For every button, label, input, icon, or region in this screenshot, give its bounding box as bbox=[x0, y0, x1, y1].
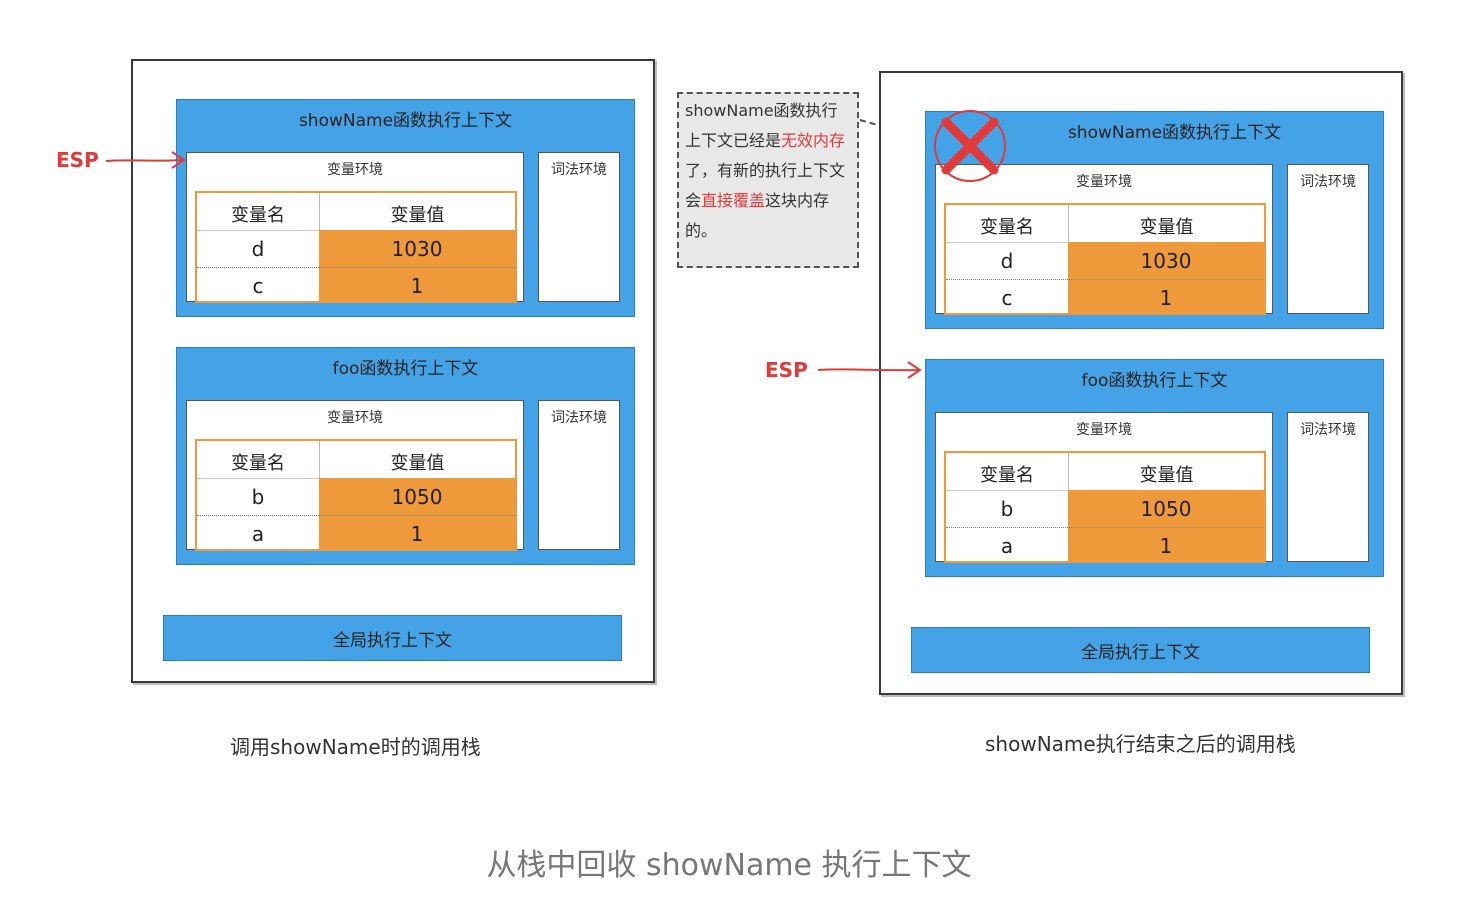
variable-table: 变量名 变量值 d 1030 c 1 bbox=[944, 203, 1266, 315]
lexical-env-box: 词法环境 bbox=[538, 400, 620, 550]
right-esp-label: ESP bbox=[765, 358, 808, 382]
var-name-cell: d bbox=[946, 242, 1068, 279]
header-name: 变量名 bbox=[231, 453, 285, 474]
note-text: showName函数执行上下文已经是 bbox=[685, 101, 838, 150]
header-name: 变量名 bbox=[980, 465, 1034, 486]
header-value: 变量值 bbox=[1139, 465, 1194, 486]
variable-table: 变量名 变量值 b 1050 a 1 bbox=[195, 439, 517, 551]
red-x-circle-icon bbox=[934, 110, 1006, 182]
variable-env-box: 变量环境 变量名 变量值 b 1050 a 1 bbox=[935, 412, 1273, 563]
left-showname-context: showName函数执行上下文 变量环境 变量名 变量值 d 1030 c 1 … bbox=[176, 99, 635, 317]
lexical-env-title: 词法环境 bbox=[551, 162, 607, 178]
lexical-env-box: 词法环境 bbox=[1287, 412, 1369, 562]
var-value-cell: 1 bbox=[1068, 527, 1264, 563]
variable-table: 变量名 变量值 b 1050 a 1 bbox=[944, 451, 1266, 563]
note-text: 这块内存的。 bbox=[685, 191, 830, 240]
var-value-cell: 1 bbox=[1068, 279, 1264, 315]
var-value-cell: 1030 bbox=[319, 230, 515, 267]
note-text-red: 无效内存 bbox=[781, 131, 846, 150]
right-foo-context: foo函数执行上下文 变量环境 变量名 变量值 b 1050 a 1 词法环境 bbox=[925, 359, 1384, 577]
context-title: showName函数执行上下文 bbox=[1067, 123, 1282, 143]
var-value-cell: 1 bbox=[319, 267, 515, 303]
left-caption: 调用showName时的调用栈 bbox=[230, 735, 481, 759]
context-title: foo函数执行上下文 bbox=[332, 359, 479, 379]
lexical-env-title: 词法环境 bbox=[1300, 422, 1356, 438]
lexical-env-box: 词法环境 bbox=[1287, 164, 1369, 314]
arrow-right-icon bbox=[817, 361, 922, 379]
var-name-cell: b bbox=[197, 478, 319, 515]
arrow-right-icon bbox=[105, 151, 186, 169]
invalid-memory-note: showName函数执行上下文已经是无效内存了，有新的执行上下文会直接覆盖这块内… bbox=[677, 92, 859, 268]
note-text-red: 直接覆盖 bbox=[701, 191, 766, 210]
var-value-cell: 1050 bbox=[1068, 490, 1264, 527]
var-name-cell: a bbox=[946, 527, 1068, 563]
left-foo-context: foo函数执行上下文 变量环境 变量名 变量值 b 1050 a 1 词法环境 bbox=[176, 347, 635, 565]
header-value: 变量值 bbox=[390, 205, 445, 226]
context-title: showName函数执行上下文 bbox=[298, 111, 513, 131]
var-name-cell: a bbox=[197, 515, 319, 551]
left-esp-label: ESP bbox=[56, 148, 99, 172]
var-value-cell: 1050 bbox=[319, 478, 515, 515]
figure-footer-title: 从栈中回收 showName 执行上下文 bbox=[486, 848, 972, 883]
variable-env-title: 变量环境 bbox=[327, 410, 383, 426]
lexical-env-title: 词法环境 bbox=[551, 410, 607, 426]
context-title: foo函数执行上下文 bbox=[1081, 371, 1228, 391]
variable-env-title: 变量环境 bbox=[1076, 422, 1132, 438]
right-showname-context: showName函数执行上下文 变量环境 变量名 变量值 d 1030 c 1 … bbox=[925, 111, 1384, 329]
var-value-cell: 1 bbox=[319, 515, 515, 551]
header-value: 变量值 bbox=[1139, 217, 1194, 238]
variable-env-box: 变量环境 变量名 变量值 d 1030 c 1 bbox=[935, 164, 1273, 315]
left-global-context: 全局执行上下文 bbox=[163, 615, 622, 661]
right-global-context: 全局执行上下文 bbox=[911, 627, 1370, 673]
lexical-env-box: 词法环境 bbox=[538, 152, 620, 302]
var-name-cell: b bbox=[946, 490, 1068, 527]
var-name-cell: c bbox=[946, 279, 1068, 315]
header-name: 变量名 bbox=[980, 217, 1034, 238]
variable-env-title: 变量环境 bbox=[1076, 174, 1132, 190]
var-value-cell: 1030 bbox=[1068, 242, 1264, 279]
var-name-cell: d bbox=[197, 230, 319, 267]
header-name: 变量名 bbox=[231, 205, 285, 226]
variable-env-title: 变量环境 bbox=[327, 162, 383, 178]
variable-env-box: 变量环境 变量名 变量值 b 1050 a 1 bbox=[186, 400, 524, 551]
variable-env-box: 变量环境 变量名 变量值 d 1030 c 1 bbox=[186, 152, 524, 303]
right-caption: showName执行结束之后的调用栈 bbox=[985, 732, 1296, 756]
var-name-cell: c bbox=[197, 267, 319, 303]
lexical-env-title: 词法环境 bbox=[1300, 174, 1356, 190]
header-value: 变量值 bbox=[390, 453, 445, 474]
variable-table: 变量名 变量值 d 1030 c 1 bbox=[195, 191, 517, 303]
note-text: 了，有新的执行上下文会 bbox=[685, 161, 846, 210]
